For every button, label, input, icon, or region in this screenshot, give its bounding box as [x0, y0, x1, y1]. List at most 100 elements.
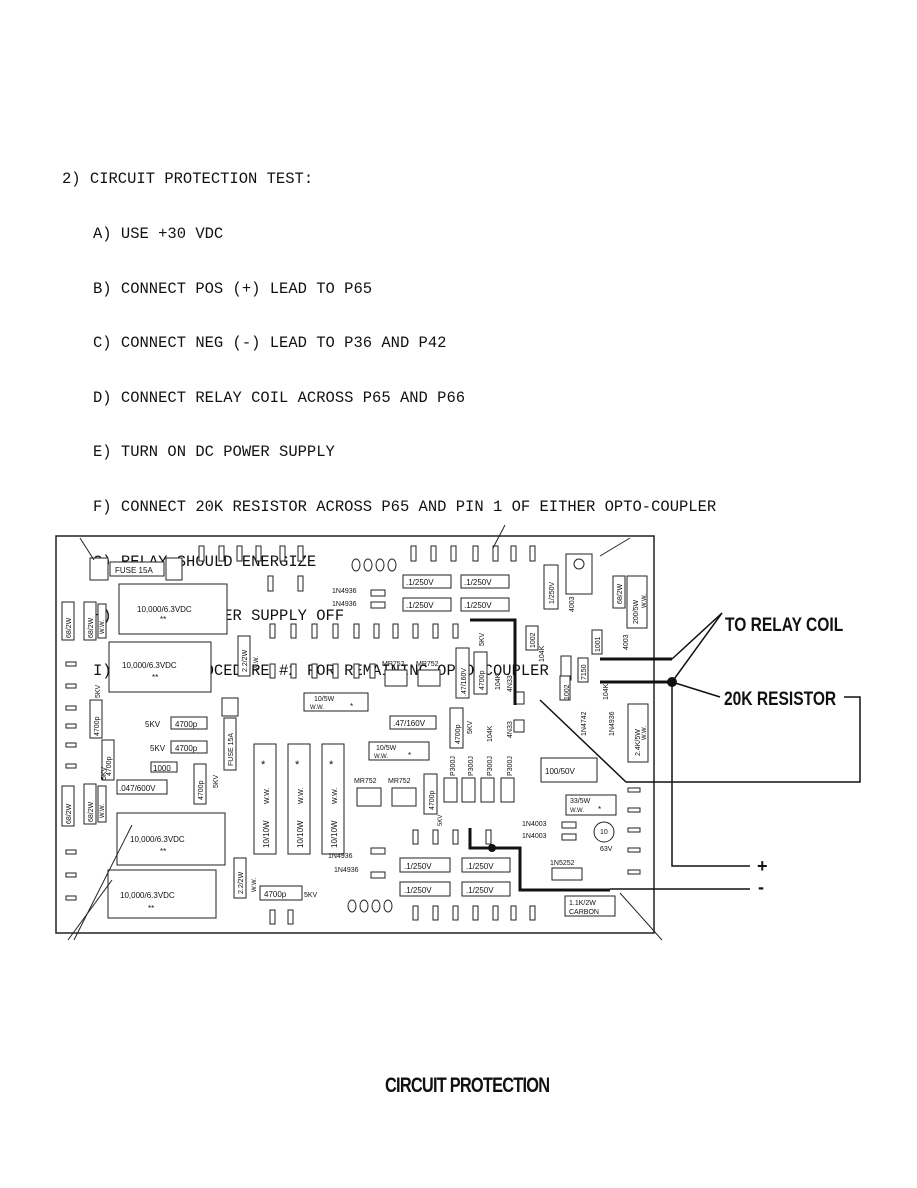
resistor-label: 10/5W — [376, 745, 397, 752]
fuse-holder — [165, 557, 183, 581]
resistor-star: * — [598, 805, 601, 814]
diode-label: 1N4936 — [332, 601, 357, 608]
resistor-ww: W.W. — [332, 788, 339, 804]
resistor-label: 10/5W — [314, 696, 335, 703]
resistor-label: 104K — [539, 645, 546, 662]
fuse-mid-label: FUSE 15A — [228, 733, 235, 766]
cap-big-label: 10,000/6.3VDC — [137, 605, 192, 614]
resistor-label: 1001 — [595, 636, 602, 652]
cap-label: .1/250V — [466, 886, 494, 895]
resistor-label: 104K — [487, 725, 494, 742]
cap-big-label: 10,000/6.3VDC — [130, 835, 185, 844]
capacitor-big — [108, 641, 212, 693]
fuse-top — [109, 561, 165, 577]
resistor-ww: W.W. — [252, 878, 258, 892]
pin-row-top — [198, 545, 536, 592]
cap-label: 4700p — [198, 780, 205, 800]
test-wire-minus — [468, 828, 610, 892]
cap-stars: ** — [148, 904, 154, 913]
resistor-star: * — [329, 759, 334, 771]
resistor-ww: W.W. — [254, 656, 260, 670]
diode-label: P300J — [468, 756, 475, 776]
resistor-label: 1002 — [564, 684, 571, 700]
cap-label: 10 — [600, 829, 608, 836]
fuse-holder — [89, 557, 109, 581]
resistor-label: 2.2/2W — [242, 649, 249, 672]
resistor-ww: W.W. — [374, 754, 388, 760]
kv-label: 5KV — [438, 815, 444, 826]
cap-stars: ** — [160, 615, 166, 624]
resistor-label: 68/2W — [66, 803, 73, 824]
resistor-label: 104K — [495, 673, 502, 690]
diode-label: 4003 — [569, 596, 576, 612]
resistor-star: * — [408, 751, 411, 760]
resistor-ww: W.W. — [100, 620, 106, 634]
label-relay-coil: TO RELAY COIL — [725, 614, 844, 636]
resistor-ww: W.W. — [298, 788, 305, 804]
resistor-ww: W.W. — [310, 705, 324, 711]
diode-label: MR752 — [354, 778, 377, 785]
resistor-ww: W.W. — [264, 788, 271, 804]
resistor-star: * — [261, 759, 266, 771]
kv-label: 5KV — [467, 720, 474, 734]
diode-label: 1N4003 — [522, 821, 547, 828]
resistor-label: 1002 — [530, 632, 537, 648]
resistor-ww: W.W. — [100, 804, 106, 818]
fuse-mid — [223, 717, 237, 771]
cap-label: .1/250V — [464, 601, 492, 610]
cap-big-label: 10,000/6.3VDC — [120, 891, 175, 900]
procedure-step: D) CONNECT RELAY COIL ACROSS P65 AND P66 — [93, 388, 466, 407]
kv-label: 5KV — [150, 744, 166, 753]
fuse-top-label: FUSE 15A — [115, 566, 153, 575]
resistor-label: 68/2W — [66, 617, 73, 638]
resistor-ww: W.W. — [642, 726, 648, 740]
kv-label: 5KV — [145, 720, 161, 729]
edge-connectors-left — [65, 661, 77, 901]
resistor-carbon: CARBON — [569, 909, 599, 916]
cap-label: .047/600V — [119, 784, 156, 793]
resistor-star: * — [295, 759, 300, 771]
cap-big-label: 10,000/6.3VDC — [122, 661, 177, 670]
resistor-label: 10/10W — [330, 820, 339, 848]
capacitor-big — [118, 583, 228, 635]
diode-label: 1N4936 — [332, 588, 357, 595]
kv-label: 5KV — [479, 632, 486, 646]
figure-caption: CIRCUIT PROTECTION — [385, 1074, 550, 1097]
resistor-label: 68/2W — [88, 617, 95, 638]
cap-label: 4700p — [264, 890, 287, 899]
edge-connectors-right — [627, 787, 641, 875]
diode-label: MR752 — [388, 778, 411, 785]
procedure-step: C) CONNECT NEG (-) LEAD TO P36 AND P42 — [93, 334, 447, 353]
circuit-board — [55, 535, 655, 934]
resistor-star: * — [350, 702, 353, 711]
capacitor-big — [107, 869, 217, 919]
cap-label: .1/250V — [406, 601, 434, 610]
cap-stars: ** — [160, 847, 166, 856]
diode-label: 1N4003 — [522, 833, 547, 840]
resistor-label: 68/2W — [617, 583, 624, 604]
resistor-label: 10/10W — [262, 820, 271, 848]
opto-label: 4N33 — [507, 675, 514, 692]
resistor-label: 1.1K/2W — [569, 900, 596, 907]
procedure-step: E) TURN ON DC POWER SUPPLY — [93, 443, 335, 462]
cap-label: 100/50V — [545, 767, 575, 776]
resistor-label: 104K — [603, 683, 610, 700]
cap-label: .1/250V — [406, 578, 434, 587]
kv-label: 5KV — [304, 892, 318, 899]
resistor-label: 68/2W — [88, 801, 95, 822]
cap-label: .1/250V — [464, 578, 492, 587]
cap-label: 4700p — [429, 790, 436, 810]
diode-label: 1N4936 — [334, 867, 359, 874]
resistor-ww: W.W. — [642, 594, 648, 608]
cap-label: .47/160V — [393, 719, 426, 728]
resistor-label: 7150 — [581, 664, 588, 680]
diode-label: 1N5252 — [550, 860, 575, 867]
label-minus: - — [758, 877, 764, 897]
diode-label: 1N4936 — [609, 711, 616, 736]
cap-label: 4700p — [455, 724, 462, 744]
cap-label: 4700p — [106, 756, 113, 776]
capacitor-big — [116, 812, 226, 866]
label-plus: + — [757, 856, 768, 876]
diode-label: P300J — [507, 756, 514, 776]
